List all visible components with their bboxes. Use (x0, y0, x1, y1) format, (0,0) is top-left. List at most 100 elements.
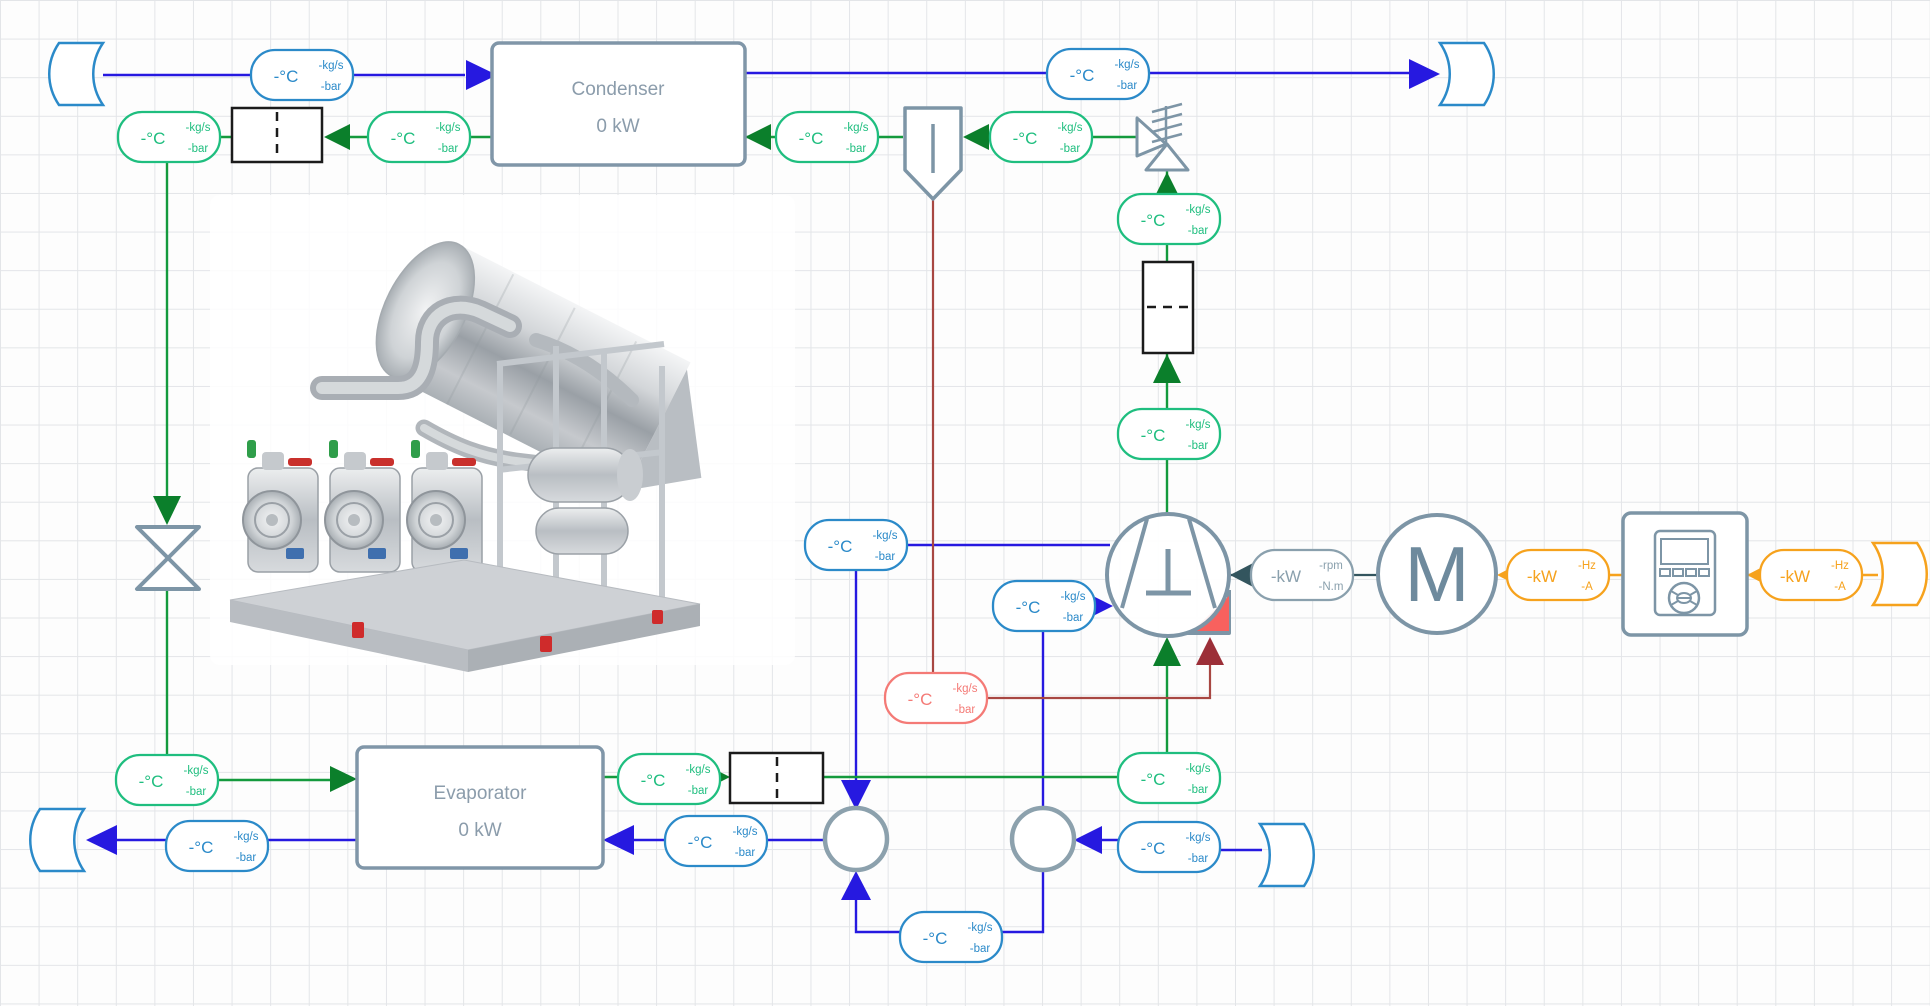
relief-valve-icon[interactable] (1135, 102, 1190, 172)
arrow-into-sink-bl[interactable] (86, 825, 117, 855)
sensor-evaporator-outlet[interactable]: -°C-kg/s-bar (616, 752, 722, 806)
condenser-power: 0 kW (596, 116, 639, 137)
sensor-value: -bar (1188, 440, 1209, 452)
sensor-value: -°C (1141, 426, 1166, 445)
arrow-into-check-block[interactable] (1153, 354, 1181, 383)
check-block-right[interactable] (1141, 260, 1195, 355)
source-flag-bottom-right[interactable] (1257, 822, 1315, 888)
receiver-icon[interactable] (903, 106, 963, 201)
sensor-value: -bar (186, 786, 207, 798)
sensor-value: -°C (1070, 66, 1095, 85)
filter-block-bottom[interactable] (728, 751, 825, 805)
arrow-into-evaporator-blue[interactable] (603, 825, 634, 855)
sensor-pill (1116, 820, 1222, 874)
arrow-into-sink-tr[interactable] (1409, 59, 1440, 89)
sensor-evaporator-inlet[interactable]: -°C-kg/s-bar (114, 753, 220, 807)
sensor-value: -kg/s (1058, 122, 1083, 134)
sensor-pill (988, 110, 1094, 164)
sensor-pill (774, 110, 880, 164)
sensor-value: -kg/s (873, 530, 898, 542)
arrow-into-compressor-shaft[interactable] (1230, 561, 1257, 589)
sensor-pill (1116, 407, 1222, 461)
sensor-economizer-line[interactable]: -°C-kg/s-bar (883, 671, 989, 725)
line-source-br-to-junction[interactable] (1100, 838, 1262, 852)
arrow-into-evaporator-green[interactable] (330, 766, 357, 792)
sensor-value: -kg/s (234, 831, 259, 843)
sensor-relief-valve-inlet[interactable]: -°C-kg/s-bar (1116, 192, 1222, 246)
sensor-evaporator-return[interactable]: -°C-kg/s-bar (663, 814, 769, 868)
junction-right[interactable] (1009, 805, 1077, 873)
sensor-condenser-gas-line[interactable]: -°C-kg/s-bar (1045, 47, 1151, 101)
source-flag-orange[interactable] (1870, 541, 1928, 607)
arrow-into-compressor-suction[interactable] (1153, 637, 1181, 666)
sensor-bypass-bottom[interactable]: -°C-kg/s-bar (898, 910, 1004, 964)
sensor-pill (883, 671, 989, 725)
sensor-pill (1116, 192, 1222, 246)
sensor-pill (1505, 548, 1611, 602)
arrow-into-receiver[interactable] (963, 124, 989, 150)
junction-left[interactable] (822, 805, 890, 873)
sensor-discharge-upper[interactable]: -°C-kg/s-bar (1116, 407, 1222, 461)
line-economizer[interactable] (987, 662, 1212, 700)
filter-block-top-left[interactable] (230, 106, 324, 164)
sensor-value: -A (1581, 581, 1593, 593)
arrow-into-filter-left[interactable] (324, 124, 350, 150)
sensor-value: -°C (139, 772, 164, 791)
sensor-value: -N.m (1319, 581, 1344, 593)
sensor-value: -°C (1141, 211, 1166, 230)
sink-flag-top-right[interactable] (1437, 41, 1495, 107)
sensor-value: -°C (274, 67, 299, 86)
sensor-value: -kg/s (733, 826, 758, 838)
arrow-junction-left-down[interactable] (841, 780, 871, 810)
condenser-block[interactable]: Condenser 0 kW (490, 41, 747, 167)
line-valve-to-evaporator[interactable] (165, 590, 333, 782)
arrow-into-condenser-return[interactable] (745, 124, 771, 150)
sensor-pill (366, 110, 472, 164)
arrow-into-compressor-economizer[interactable] (1196, 637, 1224, 665)
sensor-value: -kg/s (319, 60, 344, 72)
sensor-sink-bottom-left[interactable]: -°C-kg/s-bar (164, 819, 270, 873)
sensor-value: -bar (955, 704, 976, 716)
sensor-pill (249, 48, 355, 102)
compressor-icon[interactable] (1105, 512, 1231, 638)
motor-icon[interactable]: M (1376, 513, 1498, 635)
sensor-filter-inlet[interactable]: -°C-kg/s-bar (366, 110, 472, 164)
evaporator-block[interactable]: Evaporator 0 kW (355, 745, 605, 870)
source-flag-top-left[interactable] (48, 41, 106, 107)
sensor-value: -rpm (1319, 560, 1343, 572)
sensor-value: -°C (141, 129, 166, 148)
sensor-pill (164, 819, 270, 873)
sensor-value: -bar (875, 551, 896, 563)
sensor-value: -°C (1016, 598, 1041, 617)
sensor-shaft-power[interactable]: -kW-rpm-N.m (1249, 548, 1355, 602)
drive-controller-icon[interactable] (1621, 511, 1749, 637)
condenser-label: Condenser (572, 79, 666, 100)
sensor-receiver-inlet[interactable]: -°C-kg/s-bar (988, 110, 1094, 164)
sensor-value: -bar (970, 943, 991, 955)
sensor-value: -bar (1063, 612, 1084, 624)
sensor-pill (114, 753, 220, 807)
arrow-into-condenser[interactable] (466, 60, 497, 90)
sensor-condenser-inlet[interactable]: -°C-kg/s-bar (249, 48, 355, 102)
arrow-into-expansion-valve[interactable] (153, 496, 181, 525)
arrow-junction-right-left[interactable] (1074, 826, 1102, 854)
sensor-compressor-port-1[interactable]: -°C-kg/s-bar (803, 518, 909, 572)
sensor-source-bottom-right[interactable]: -°C-kg/s-bar (1116, 820, 1222, 874)
sensor-value: -kg/s (436, 122, 461, 134)
arrow-junction-left-up[interactable] (841, 871, 871, 900)
sensor-value: -°C (1013, 129, 1038, 148)
sink-flag-bottom-left[interactable] (29, 807, 87, 873)
sensor-value: -bar (846, 143, 867, 155)
sensor-drive-power[interactable]: -kW-Hz-A (1758, 548, 1864, 602)
chiller-piping (310, 295, 639, 479)
sensor-compressor-port-2[interactable]: -°C-kg/s-bar (991, 579, 1097, 633)
expansion-valve-icon[interactable] (135, 525, 201, 591)
sensor-value: -kg/s (186, 122, 211, 134)
sensor-value: -°C (923, 929, 948, 948)
sensor-filter-outlet[interactable]: -°C-kg/s-bar (116, 110, 222, 164)
sensor-motor-power[interactable]: -kW-Hz-A (1505, 548, 1611, 602)
sensor-condenser-liquid[interactable]: -°C-kg/s-bar (774, 110, 880, 164)
sensor-value: -bar (1188, 853, 1209, 865)
sensor-suction-riser[interactable]: -°C-kg/s-bar (1116, 751, 1222, 805)
